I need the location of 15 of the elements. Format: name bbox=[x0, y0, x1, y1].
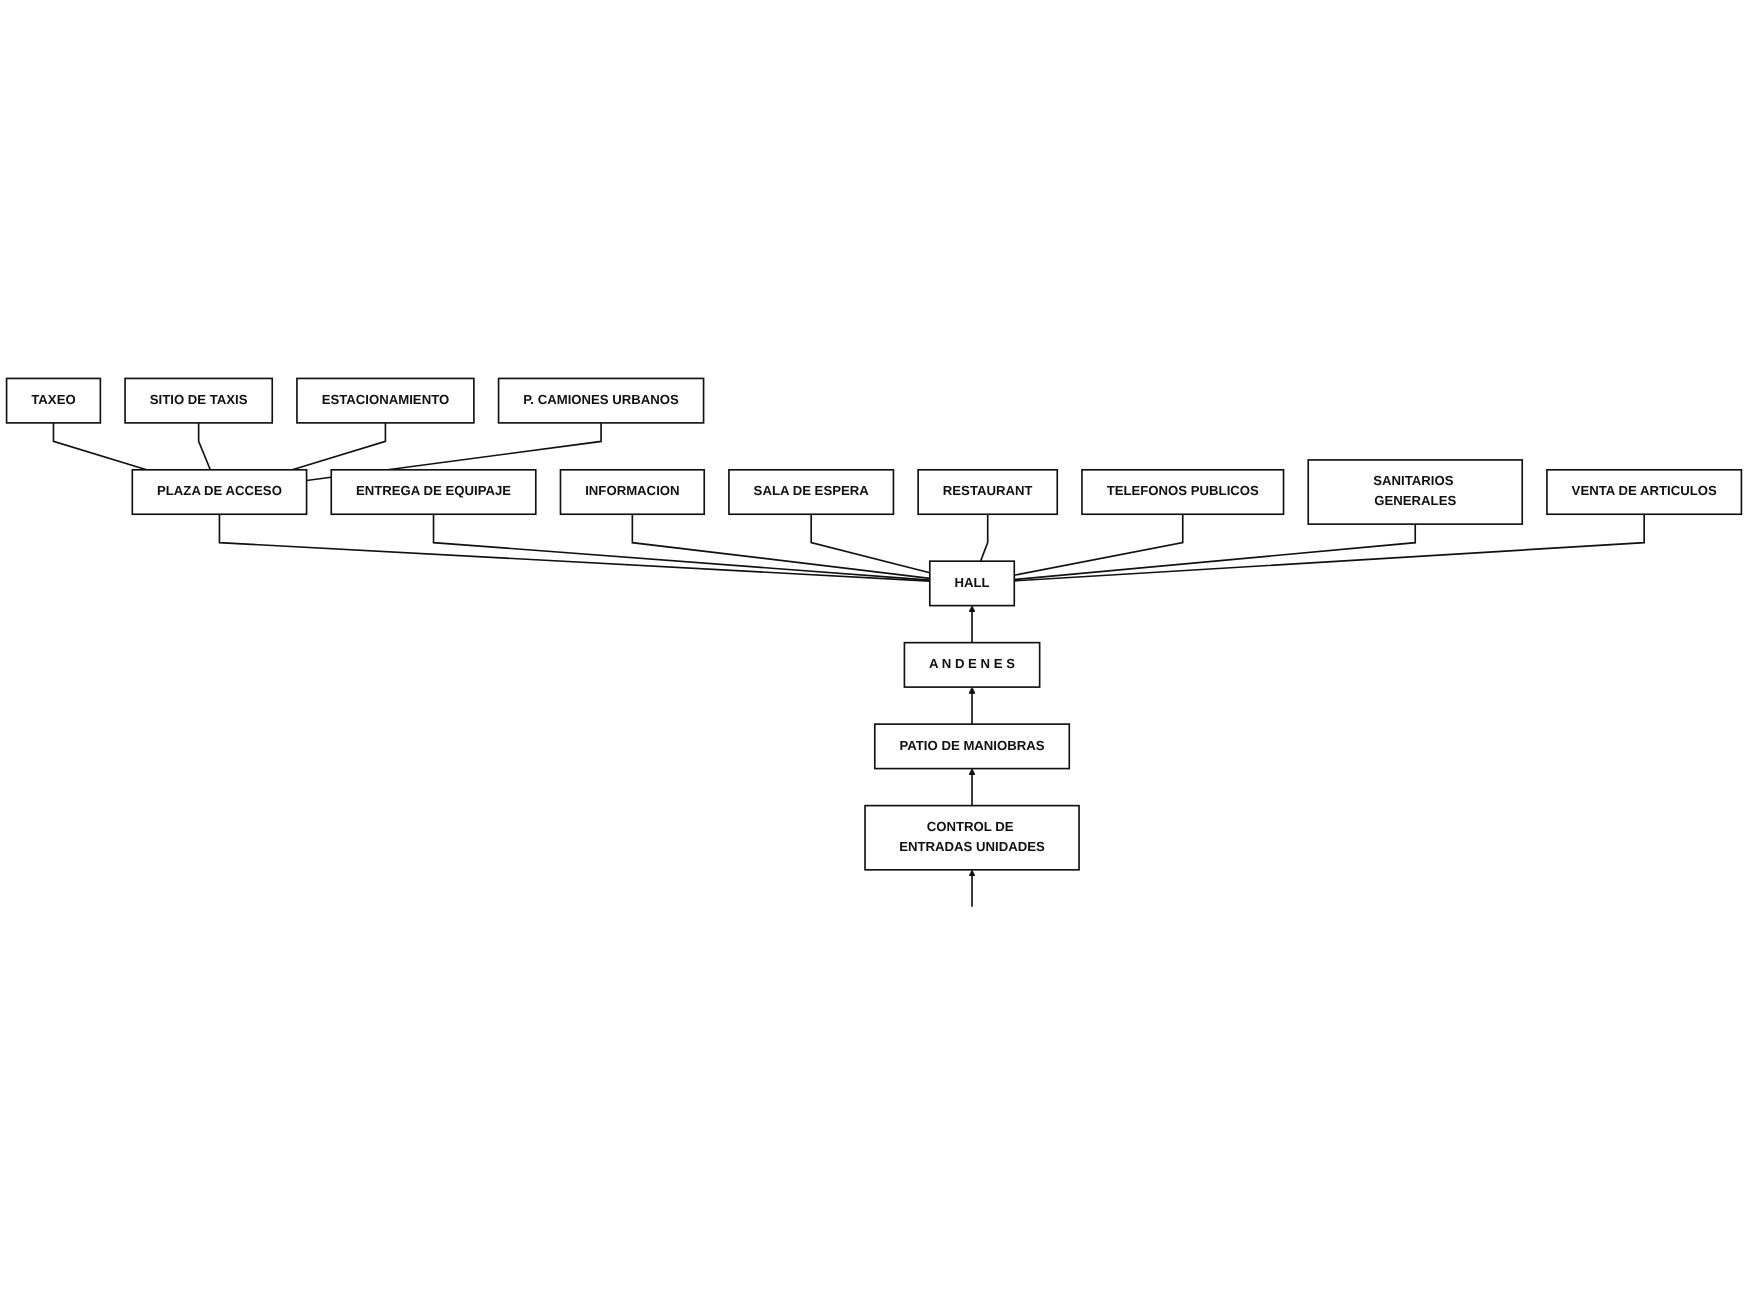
connector bbox=[432, 513, 931, 582]
connector bbox=[291, 422, 387, 471]
arrow bbox=[968, 768, 976, 807]
arrow bbox=[968, 686, 976, 725]
connector bbox=[197, 422, 212, 471]
connector bbox=[810, 513, 931, 574]
connector bbox=[631, 513, 931, 580]
connector bbox=[52, 422, 148, 471]
connector bbox=[1013, 513, 1645, 582]
connector bbox=[1013, 523, 1417, 581]
arrow bbox=[968, 869, 976, 908]
connector bbox=[218, 513, 931, 582]
arrow bbox=[968, 605, 976, 644]
connector bbox=[1013, 513, 1184, 577]
connector bbox=[979, 513, 989, 562]
